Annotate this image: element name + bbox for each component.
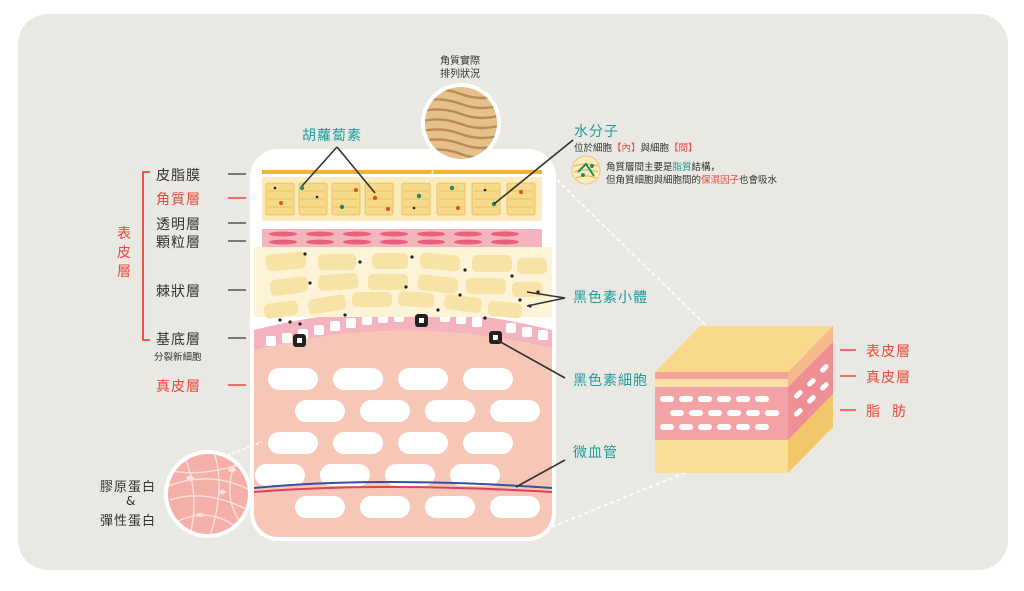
skin-cross-section — [250, 149, 556, 541]
epidermis-group-label: 表 皮 層 — [117, 226, 132, 280]
collagen-magnifier — [164, 441, 263, 538]
spinosum-label: 棘狀層 — [156, 284, 201, 300]
block-epidermis-label: 表皮層 — [866, 344, 911, 360]
melanosome-dots — [278, 252, 540, 326]
epidermis-bracket — [142, 171, 150, 341]
water-location-text: 位於細胞【內】與細胞【間】 — [574, 143, 698, 154]
sebum-layer — [262, 170, 542, 174]
ampersand-label: & — [126, 494, 137, 508]
corneum-top-title: 角質實際 — [440, 56, 480, 67]
melanosome-label: 黑色素小體 — [573, 290, 648, 306]
capillary-vessel — [254, 481, 552, 489]
water-molecule-icon — [571, 155, 601, 185]
water-desc-line1: 角質層間主要是脂質結構， — [606, 162, 721, 173]
carotene-label: 胡蘿蔔素 — [302, 128, 362, 144]
elastin-label: 彈性蛋白 — [100, 514, 157, 529]
carotene-pointers — [301, 146, 376, 194]
basale-sub-label: 分裂新細胞 — [154, 352, 202, 363]
granulosum-label: 顆粒層 — [156, 235, 201, 251]
block-fat-label: 脂 肪 — [866, 404, 907, 420]
granular-cells — [269, 231, 519, 245]
dermis-label: 真皮層 — [156, 379, 201, 395]
collagen-label: 膠原蛋白 — [100, 480, 157, 495]
sebum-label: 皮脂膜 — [156, 168, 201, 184]
melanocyte-cells — [293, 314, 502, 347]
left-leader-lines — [228, 173, 246, 386]
lucidum-label: 透明層 — [156, 217, 201, 233]
corneum-cells — [265, 182, 536, 216]
block-dermis-label: 真皮層 — [866, 370, 911, 386]
basale-label: 基底層 — [156, 332, 201, 348]
skin-block-3d — [655, 326, 833, 473]
spinous-cells — [263, 251, 547, 319]
water-desc-line2: 但角質細胞與細胞間的保濕因子也會吸水 — [606, 175, 778, 186]
capillary-label: 微血管 — [573, 445, 618, 461]
melanocyte-label: 黑色素細胞 — [573, 373, 648, 389]
corneum-magnifier — [421, 83, 501, 184]
water-molecule-label: 水分子 — [574, 124, 619, 140]
corneum-top-subtitle: 排列狀況 — [440, 69, 480, 80]
corneum-label: 角質層 — [156, 192, 201, 208]
dermis-cells — [255, 368, 540, 518]
